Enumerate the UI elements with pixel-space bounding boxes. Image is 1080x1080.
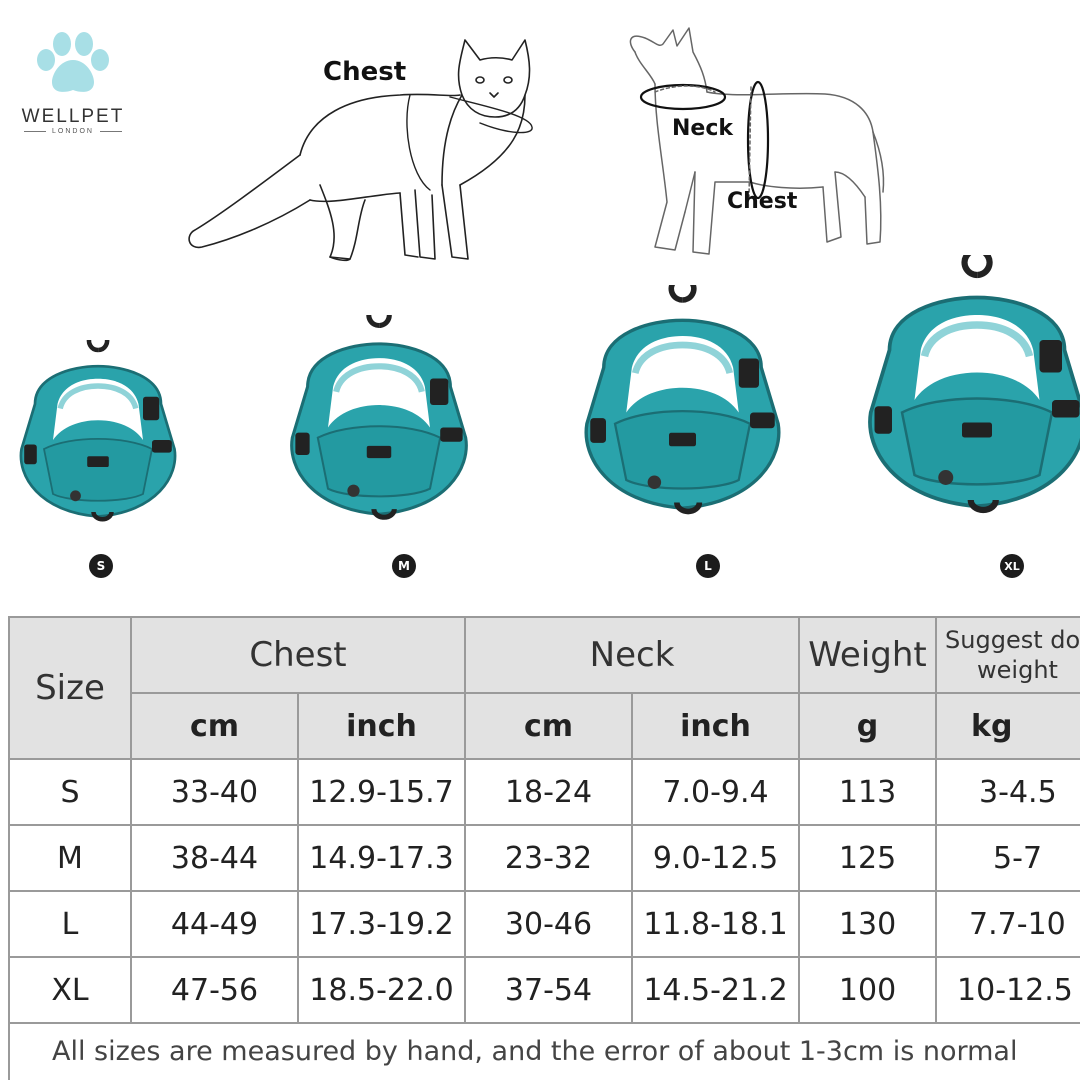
cell-neck-cm: 37-54 <box>464 956 634 1024</box>
cell-dog-kg: 5-7 <box>935 824 1080 892</box>
cell-dog-kg: 7.7-10 <box>935 890 1080 958</box>
measurement-footnote: All sizes are measured by hand, and the … <box>52 1036 1018 1067</box>
cell-chest-inch: 14.9-17.3 <box>296 824 467 892</box>
size-badge-l: L <box>696 554 720 578</box>
cat-measurement-illustration: Chest <box>180 35 540 275</box>
table-row: L 44-49 17.3-19.2 30-46 11.8-18.1 130 7.… <box>8 890 1080 958</box>
cell-weight-g: 100 <box>798 956 938 1024</box>
cell-weight-g: 113 <box>798 758 938 826</box>
unit-weight-g: g <box>798 692 938 760</box>
dog-neck-label: Neck <box>672 116 734 141</box>
header-neck: Neck <box>464 616 801 694</box>
cell-chest-cm: 44-49 <box>130 890 299 958</box>
cell-neck-inch: 9.0-12.5 <box>631 824 801 892</box>
unit-neck-inch: inch <box>631 692 801 760</box>
unit-suggest-kg: kg <box>935 692 1080 760</box>
size-chart-table: Size Chest Neck Weight Suggest dog weigh… <box>8 616 1080 1080</box>
harness-image-l <box>570 274 795 540</box>
unit-neck-cm: cm <box>464 692 634 760</box>
header-suggest-line1: Suggest dog <box>945 626 1080 654</box>
unit-chest-inch: inch <box>296 692 467 760</box>
header-size: Size <box>8 616 132 760</box>
cell-neck-cm: 23-32 <box>464 824 634 892</box>
unit-chest-cm: cm <box>130 692 299 760</box>
cell-chest-cm: 38-44 <box>130 824 299 892</box>
cell-size: XL <box>8 956 132 1024</box>
dog-measurement-illustration: Neck Chest <box>615 22 890 272</box>
header-weight: Weight <box>798 616 938 694</box>
table-row: S 33-40 12.9-15.7 18-24 7.0-9.4 113 3-4.… <box>8 758 1080 826</box>
cell-chest-inch: 17.3-19.2 <box>296 890 467 958</box>
cell-weight-g: 130 <box>798 890 938 958</box>
cell-chest-cm: 47-56 <box>130 956 299 1024</box>
harness-image-m <box>277 302 481 540</box>
cell-dog-kg: 3-4.5 <box>935 758 1080 826</box>
cell-size: L <box>8 890 132 958</box>
cell-neck-inch: 14.5-21.2 <box>631 956 801 1024</box>
footnote-cell <box>8 1022 1080 1080</box>
table-row: M 38-44 14.9-17.3 23-32 9.0-12.5 125 5-7 <box>8 824 1080 892</box>
cell-chest-inch: 18.5-22.0 <box>296 956 467 1024</box>
paw-icon <box>37 32 109 92</box>
table-row: XL 47-56 18.5-22.0 37-54 14.5-21.2 100 1… <box>8 956 1080 1024</box>
cat-chest-label: Chest <box>323 57 407 87</box>
brand-name: WELLPET <box>21 106 125 127</box>
cell-weight-g: 125 <box>798 824 938 892</box>
size-badge-s: S <box>89 554 113 578</box>
brand-location: LONDON <box>18 128 128 135</box>
size-badge-m: M <box>392 554 416 578</box>
header-chest: Chest <box>129 616 467 694</box>
cell-size: M <box>8 824 132 892</box>
harness-image-xl <box>852 246 1080 545</box>
cell-size: S <box>8 758 132 826</box>
cell-neck-cm: 18-24 <box>464 758 634 826</box>
harness-image-s <box>8 329 188 540</box>
size-chart-table-wrapper: Size Chest Neck Weight Suggest dog weigh… <box>8 616 1080 1080</box>
header-suggest-line2: weight <box>977 656 1058 684</box>
cell-neck-inch: 11.8-18.1 <box>631 890 801 958</box>
cell-neck-inch: 7.0-9.4 <box>631 758 801 826</box>
dog-chest-label: Chest <box>727 189 798 214</box>
cell-neck-cm: 30-46 <box>464 890 634 958</box>
size-badge-xl: XL <box>1000 554 1024 578</box>
cell-dog-kg: 10-12.5 <box>935 956 1080 1024</box>
header-suggest-dog-weight: Suggest dog weight <box>935 616 1080 694</box>
brand-logo: WELLPET LONDON <box>18 30 128 140</box>
cell-chest-inch: 12.9-15.7 <box>296 758 467 826</box>
cell-chest-cm: 33-40 <box>130 758 299 826</box>
